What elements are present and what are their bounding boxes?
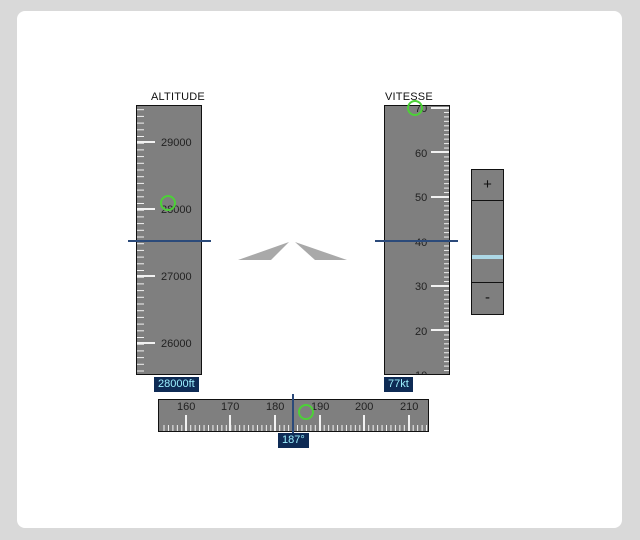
altitude-reference-line bbox=[128, 240, 211, 242]
hdg-tick-label: 190 bbox=[311, 401, 329, 413]
spd-tick-label: 40 bbox=[415, 237, 427, 249]
altitude-title: ALTITUDE bbox=[151, 91, 205, 103]
throttle-control[interactable]: + - bbox=[471, 169, 504, 315]
speed-reference-line bbox=[375, 240, 458, 242]
left-wing bbox=[238, 242, 289, 260]
spd-tick-label: 60 bbox=[415, 148, 427, 160]
alt-tick-label: 29000 bbox=[161, 137, 192, 149]
hdg-tick-label: 200 bbox=[355, 401, 373, 413]
right-wing bbox=[295, 242, 347, 260]
spd-tick-label: 30 bbox=[415, 281, 427, 293]
hdg-tick-label: 160 bbox=[177, 401, 195, 413]
spd-tick-label: 10 bbox=[415, 370, 427, 375]
alt-tick-label: 27000 bbox=[161, 271, 192, 283]
heading-readout: 187° bbox=[278, 433, 309, 448]
heading-target-marker[interactable] bbox=[298, 404, 314, 420]
hdg-tick-label: 210 bbox=[400, 401, 418, 413]
attitude-indicator-wings bbox=[238, 242, 347, 260]
throttle-decrease-button[interactable]: - bbox=[472, 282, 503, 314]
hdg-tick-label: 180 bbox=[266, 401, 284, 413]
spd-tick-label: 20 bbox=[415, 326, 427, 338]
speed-title: VITESSE bbox=[385, 91, 433, 103]
speed-target-marker[interactable] bbox=[407, 100, 423, 116]
hdg-tick-label: 170 bbox=[221, 401, 239, 413]
altitude-target-marker[interactable] bbox=[160, 195, 176, 211]
speed-readout: 77kt bbox=[384, 377, 413, 392]
alt-tick-label: 26000 bbox=[161, 338, 192, 350]
throttle-level-indicator[interactable] bbox=[472, 255, 503, 260]
heading-reference-line bbox=[292, 394, 294, 434]
spd-tick-label: 50 bbox=[415, 192, 427, 204]
heading-tape[interactable]: 160 170 180 190 200 210 bbox=[158, 399, 429, 432]
altitude-readout: 28000ft bbox=[154, 377, 199, 392]
throttle-increase-button[interactable]: + bbox=[472, 170, 503, 201]
instrument-panel bbox=[17, 11, 622, 528]
